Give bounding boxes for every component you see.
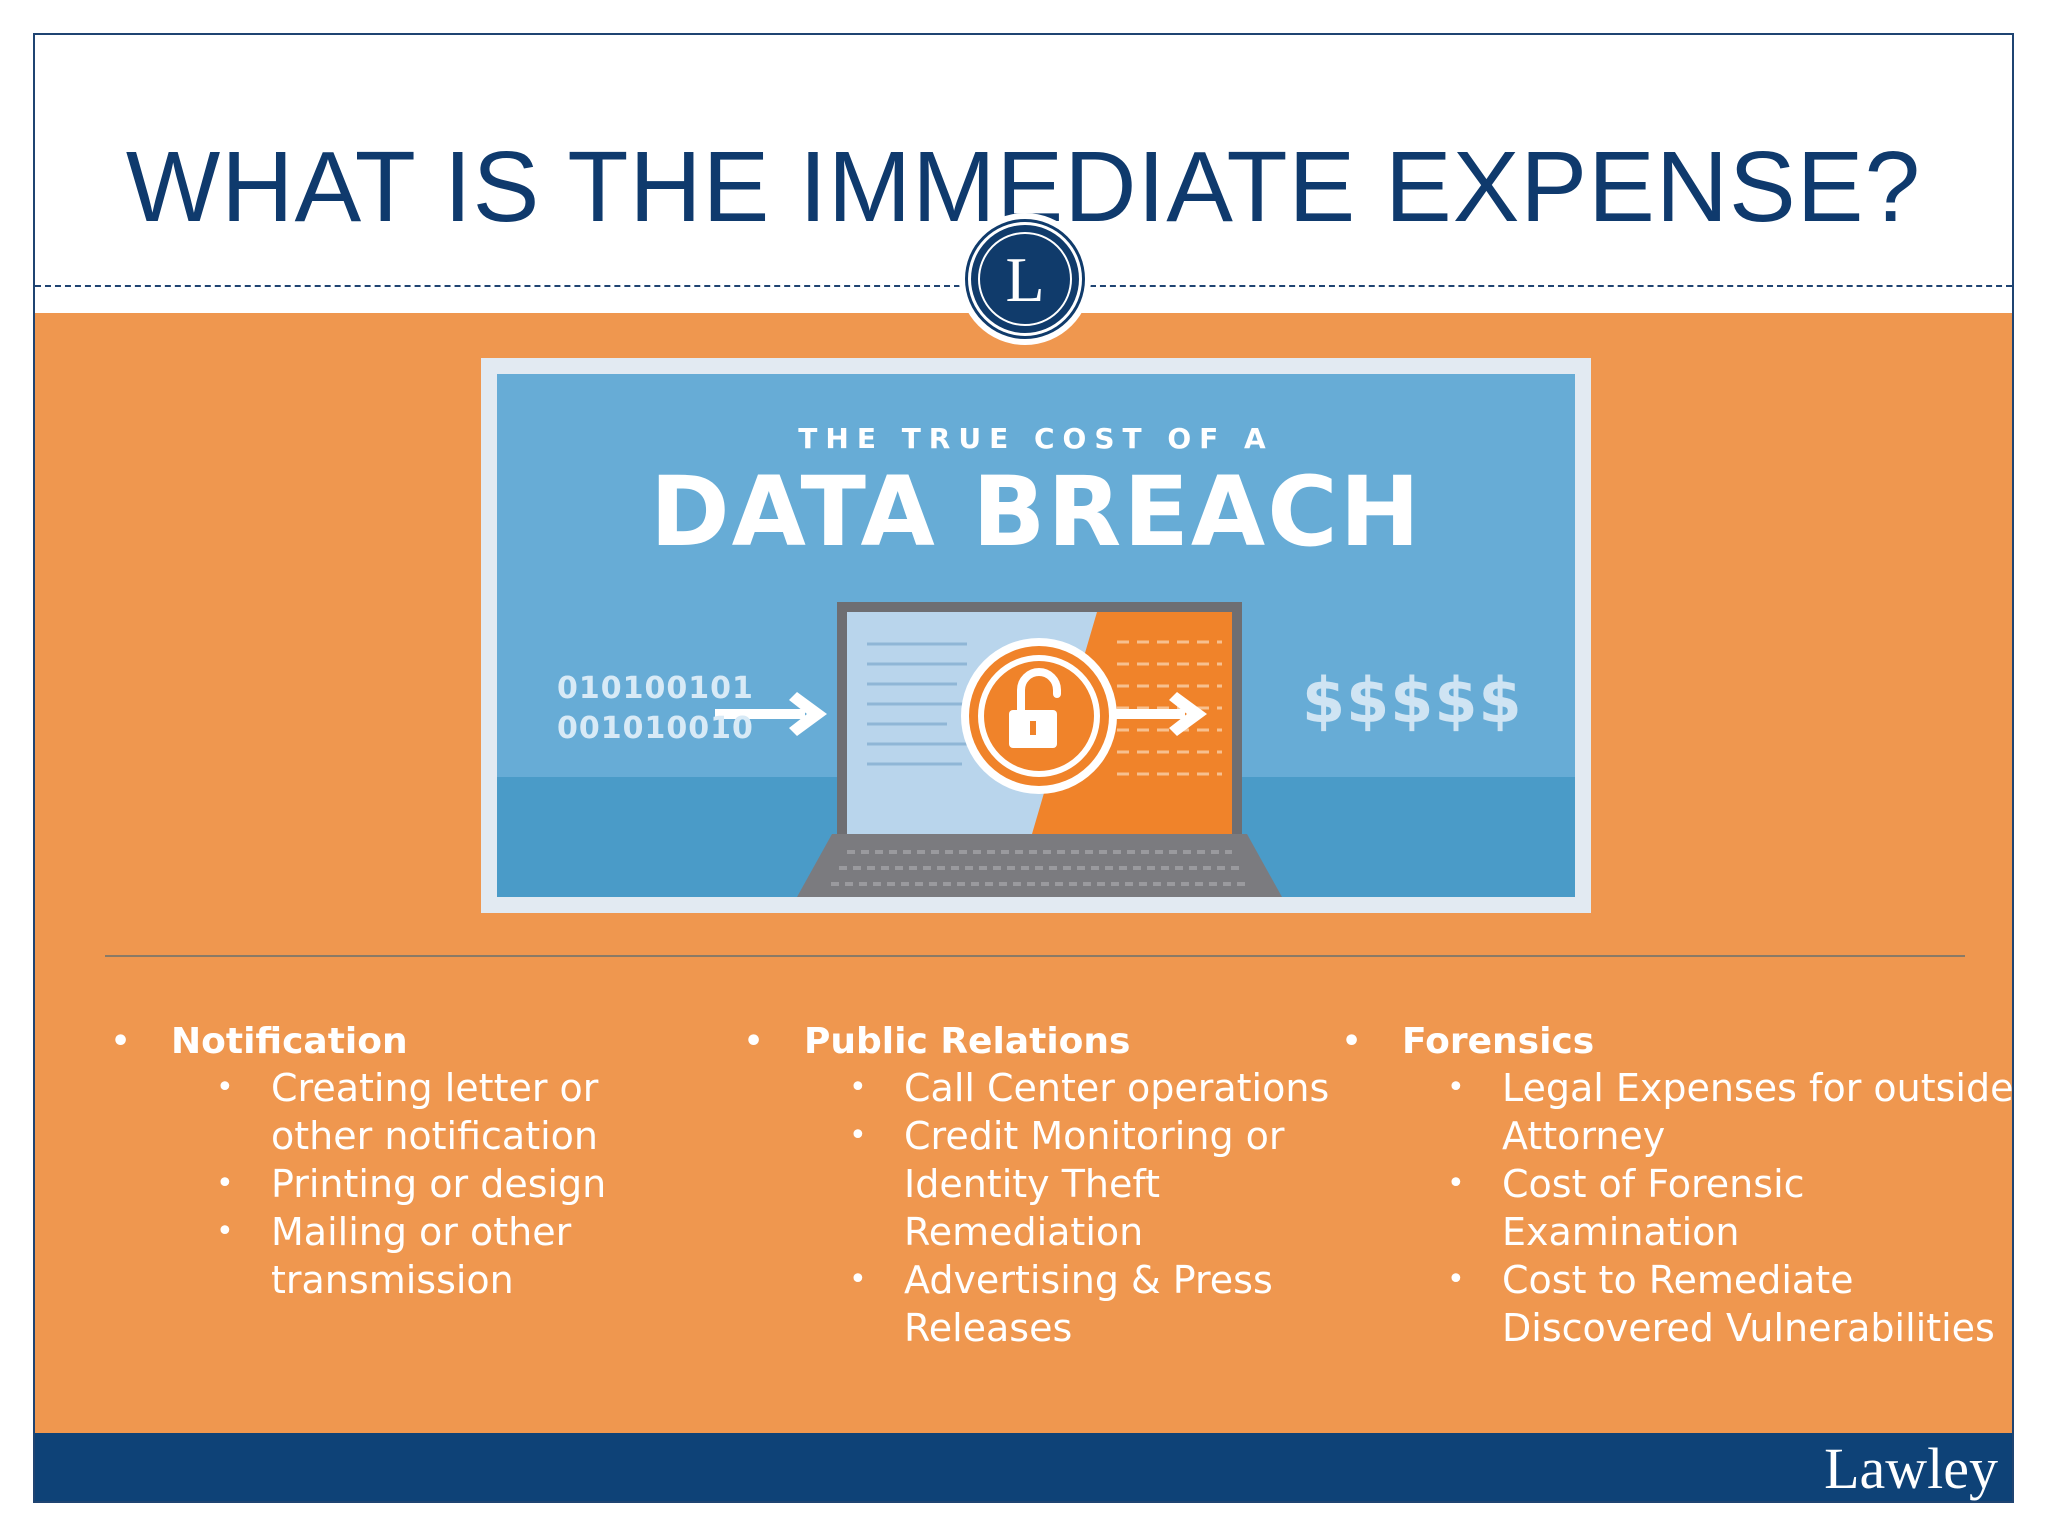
binary-line: 001010010 (557, 711, 754, 746)
screen-dash-lines (1117, 640, 1222, 776)
bullet: • (216, 1070, 234, 1105)
column-forensics: • Forensics • Legal Expenses for outside… (1342, 1020, 2014, 1352)
arrow-in-icon (715, 692, 827, 736)
seal-icon: L (978, 232, 1072, 326)
list-item: • Credit Monitoring or Identity Theft Re… (849, 1112, 1344, 1256)
heading-text: Forensics (1402, 1021, 1595, 1062)
bullet: • (1447, 1262, 1465, 1297)
list-item: • Advertising & Press Releases (849, 1256, 1344, 1352)
seal-emblem: L (971, 225, 1079, 333)
bullet: • (111, 1024, 131, 1059)
bullet: • (216, 1214, 234, 1249)
keyboard-keys (831, 850, 1247, 886)
list-heading: • Public Relations (744, 1020, 1344, 1064)
list-item: • Cost of Forensic Examination (1447, 1160, 2012, 1256)
lawley-seal: L (959, 213, 1091, 345)
list-item: • Legal Expenses for outside Attorney (1447, 1064, 2014, 1160)
item-text: Creating letter or other notification (271, 1066, 599, 1158)
lock-inner-ring (978, 655, 1100, 777)
list-item: • Cost to Remediate Discovered Vulnerabi… (1447, 1256, 2012, 1352)
laptop-keyboard (797, 834, 1282, 897)
bullet: • (744, 1024, 764, 1059)
item-text: Legal Expenses for outside Attorney (1502, 1066, 2014, 1158)
laptop-illustration (715, 602, 1282, 897)
binary-line: 010100101 (557, 671, 754, 706)
item-text: Mailing or other transmission (271, 1210, 572, 1302)
unlocked-padlock-icon (1009, 668, 1061, 748)
binary-data: 010100101 001010010 (557, 669, 754, 749)
money-symbols: $$$$$ (1302, 664, 1523, 737)
bullet: • (849, 1262, 867, 1297)
list-heading: • Forensics (1342, 1020, 2012, 1064)
bullet: • (849, 1070, 867, 1105)
item-text: Cost of Forensic Examination (1502, 1162, 1805, 1254)
infographic-subtitle: THE TRUE COST OF A (798, 422, 1274, 455)
column-notification: • Notification • Creating letter or othe… (111, 1020, 691, 1304)
item-text: Advertising & Press Releases (904, 1258, 1273, 1350)
heading-text: Public Relations (804, 1021, 1131, 1062)
bullet: • (1447, 1070, 1465, 1105)
header-divider-right (1090, 285, 2012, 287)
item-text: Printing or design (271, 1162, 607, 1206)
list-item: • Printing or design (216, 1160, 691, 1208)
bullet: • (849, 1118, 867, 1153)
item-text: Cost to Remediate Discovered Vulnerabili… (1502, 1258, 1995, 1350)
bullet: • (216, 1166, 234, 1201)
screen-text-lines (867, 642, 967, 766)
heading-text: Notification (171, 1021, 408, 1062)
slide-frame: WHAT IS THE IMMEDIATE EXPENSE? L THE TRU… (33, 33, 2014, 1503)
data-breach-infographic: THE TRUE COST OF A DATA BREACH (481, 358, 1591, 913)
column-public-relations: • Public Relations • Call Center operati… (744, 1020, 1344, 1352)
infographic-headline: DATA BREACH (649, 456, 1423, 568)
lawley-logo: Lawley (1824, 1436, 1998, 1501)
list-item: • Call Center operations (849, 1064, 1344, 1112)
bullet: • (1342, 1024, 1362, 1059)
list-item: • Mailing or other transmission (216, 1208, 691, 1304)
content-divider (105, 955, 1965, 957)
item-text: Credit Monitoring or Identity Theft Reme… (904, 1114, 1285, 1254)
footer-bar: Lawley (35, 1433, 2012, 1501)
bullet: • (1447, 1166, 1465, 1201)
list-item: • Creating letter or other notification (216, 1064, 691, 1160)
list-heading: • Notification (111, 1020, 691, 1064)
infographic-canvas: THE TRUE COST OF A DATA BREACH (497, 374, 1575, 897)
arrow-out-icon (1115, 692, 1207, 736)
item-text: Call Center operations (904, 1066, 1330, 1110)
header-divider-left (35, 285, 960, 287)
seal-letter: L (1005, 244, 1044, 315)
